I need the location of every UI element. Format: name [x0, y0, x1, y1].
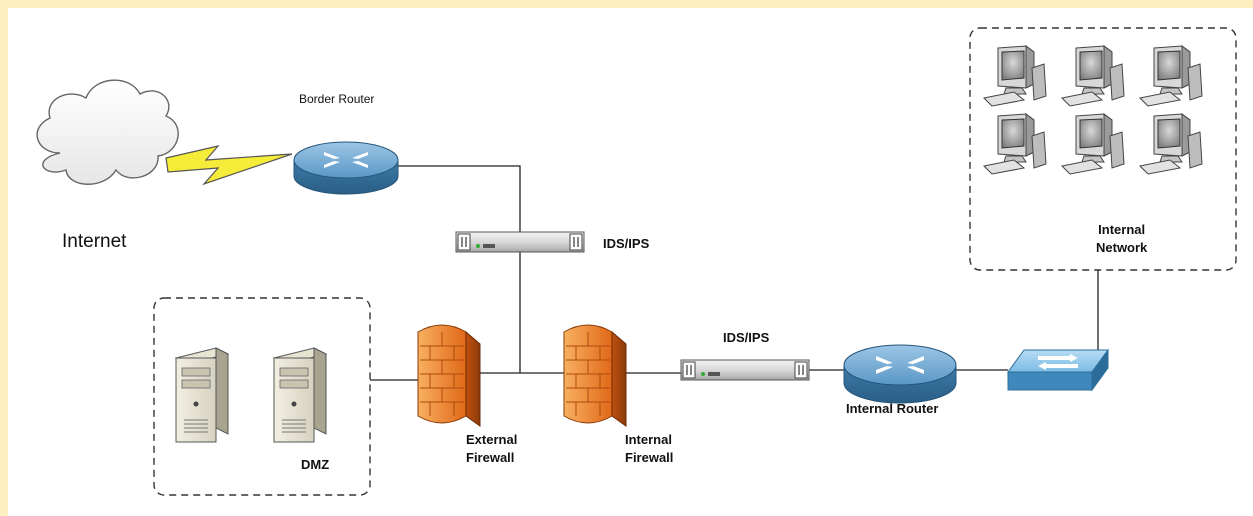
firewall-icon	[563, 324, 627, 427]
border-router-label: Border Router	[299, 92, 375, 106]
dmz-label: DMZ	[301, 457, 330, 472]
workstation-icon	[1138, 113, 1203, 175]
ids-appliance-icon	[455, 231, 585, 253]
workstation-icon	[1060, 45, 1125, 107]
diagram-frame: Border Router Internet IDS/IPS IDS/IPS D…	[8, 8, 1253, 516]
link-border-router-to-ids	[398, 165, 521, 235]
workstation-icon	[982, 45, 1047, 107]
server-icon	[272, 347, 328, 443]
internal-network-label-line1: Internal	[1098, 222, 1146, 237]
connection-lines	[370, 165, 1099, 381]
internal-network-boundary	[969, 27, 1237, 271]
internal-router-label: Internal Router	[846, 401, 939, 416]
cloud-icon	[36, 79, 179, 185]
external-firewall-label-line2: Firewall	[466, 450, 515, 465]
internal-network-label: Internal Network	[1096, 221, 1147, 257]
workstations-group	[982, 45, 1203, 175]
ids-ips-top-label: IDS/IPS	[603, 236, 650, 251]
network-diagram	[36, 27, 1237, 496]
internet-label: Internet	[62, 231, 127, 252]
external-firewall-label: External Firewall	[466, 431, 517, 467]
ids-appliance-icon	[680, 359, 810, 381]
router-icon	[843, 344, 957, 404]
internal-network-label-line2: Network	[1096, 240, 1148, 255]
lightning-link-icon	[165, 145, 293, 186]
workstation-icon	[1138, 45, 1203, 107]
internal-firewall-label: Internal Firewall	[625, 431, 673, 467]
ids-ips-bottom-label: IDS/IPS	[723, 330, 770, 345]
switch-icon	[1007, 348, 1109, 392]
internal-firewall-label-line2: Firewall	[625, 450, 674, 465]
internal-firewall-label-line1: Internal	[625, 432, 672, 447]
workstation-icon	[982, 113, 1047, 175]
dmz-boundary	[153, 297, 371, 496]
firewall-icon	[417, 324, 481, 427]
external-firewall-label-line1: External	[466, 432, 518, 447]
server-icon	[174, 347, 230, 443]
workstation-icon	[1060, 113, 1125, 175]
router-icon	[293, 141, 399, 195]
